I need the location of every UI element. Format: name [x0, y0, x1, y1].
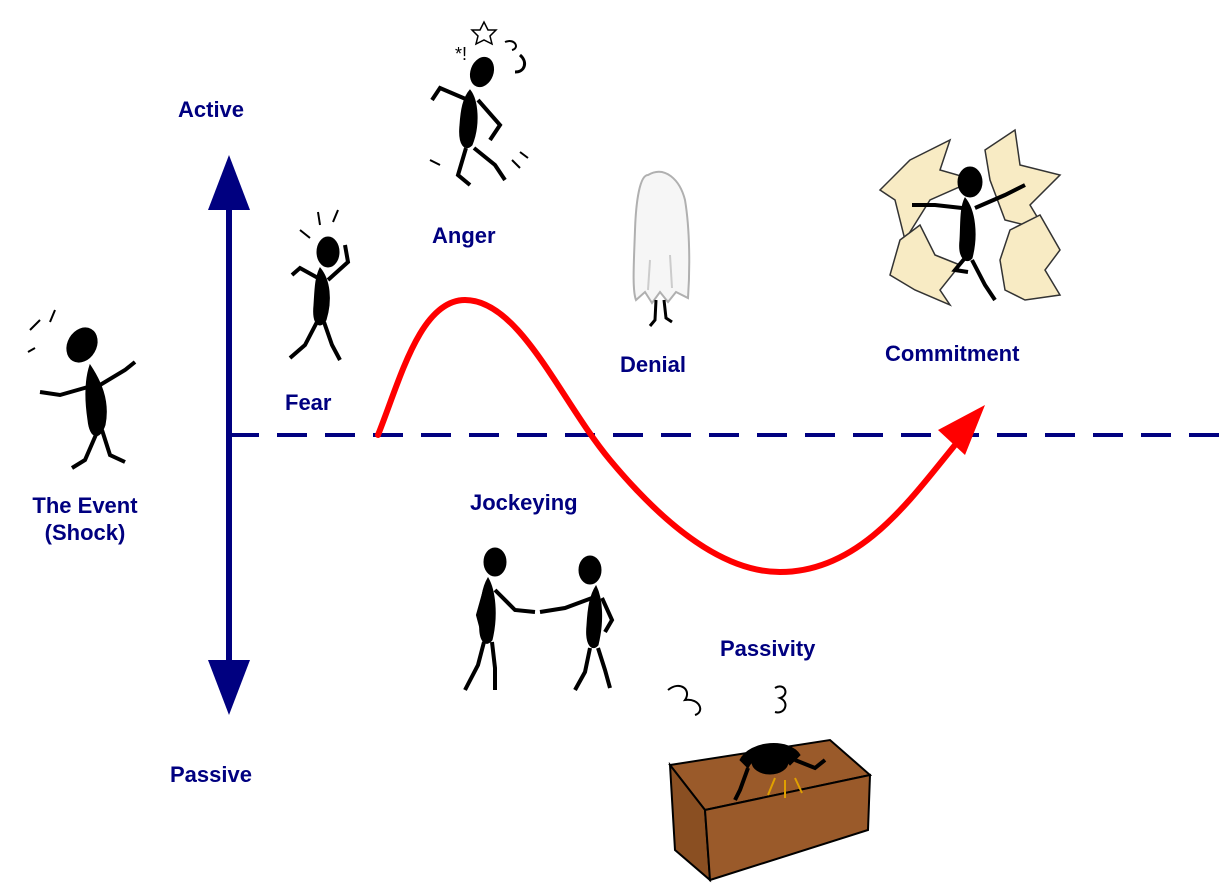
stage-label-event-title: The Event [32, 493, 138, 518]
curve-arrowhead-icon [938, 405, 985, 455]
fearful-figure-icon [288, 209, 351, 361]
slumped-at-desk-figure-icon [667, 684, 873, 883]
axis-up-arrow-icon [208, 155, 250, 210]
svg-text:*!: *! [455, 44, 467, 64]
shocked-figure-icon [27, 309, 137, 470]
stage-label-denial: Denial [620, 352, 687, 377]
change-curve [375, 296, 985, 576]
angry-figure-icon: *! [429, 20, 529, 187]
stage-label-passivity: Passivity [720, 636, 816, 661]
stage-label-anger: Anger [432, 223, 496, 248]
handshake-figures-icon [463, 547, 615, 691]
stage-label-jockeying: Jockeying [470, 490, 578, 515]
axis-down-arrow-icon [208, 660, 250, 715]
stage-label-commitment: Commitment [885, 341, 1020, 366]
stage-label-fear: Fear [285, 390, 332, 415]
energized-figure-icon [878, 128, 1062, 307]
axis-label-passive: Passive [170, 762, 252, 787]
axis-label-active: Active [178, 97, 245, 122]
ghost-figure-icon [632, 170, 691, 327]
stage-label-event: The Event (Shock) [10, 492, 160, 546]
stage-label-event-sublabel: (Shock) [44, 520, 126, 545]
